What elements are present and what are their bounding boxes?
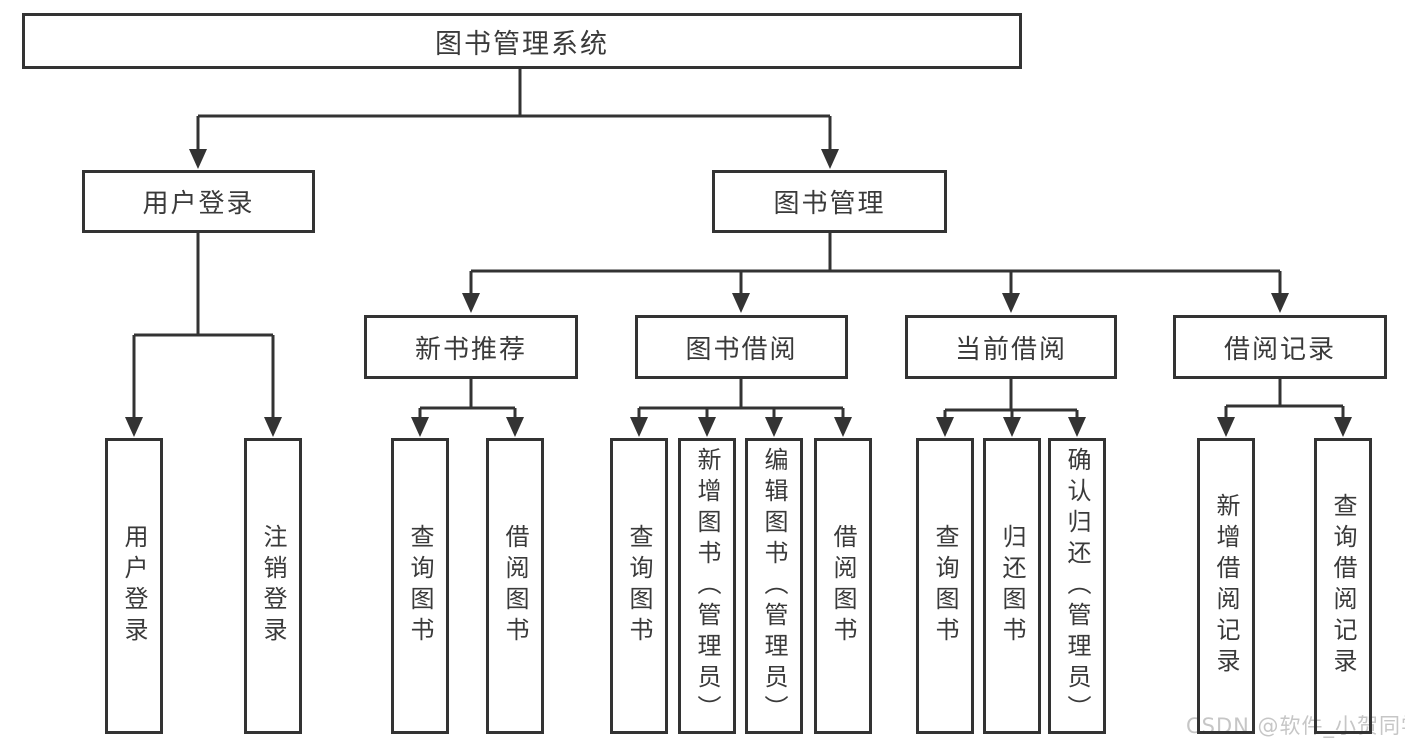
leaf-current-return-book: 归还图书 (983, 438, 1041, 734)
leaf-current-confirm-return-admin-label: 确认归还（管理员） (1063, 446, 1091, 726)
node-borrow-record: 借阅记录 (1173, 315, 1387, 379)
leaf-newbook-query-book: 查询图书 (391, 438, 449, 734)
leaf-current-return-book-label: 归还图书 (998, 524, 1026, 648)
node-borrow-record-label: 借阅记录 (1223, 334, 1336, 365)
leaf-borrow-add-book-admin-label: 新增图书（管理员） (693, 446, 721, 726)
leaf-borrow-query-book: 查询图书 (610, 438, 668, 734)
leaf-borrow-edit-book-admin: 编辑图书（管理员） (745, 438, 803, 734)
node-user-login: 用户登录 (82, 170, 315, 233)
leaf-current-query-book: 查询图书 (916, 438, 974, 734)
leaf-record-add-borrow-record-label: 新增借阅记录 (1212, 493, 1240, 679)
leaf-borrow-borrow-book: 借阅图书 (814, 438, 872, 734)
leaf-record-query-borrow-record: 查询借阅记录 (1314, 438, 1372, 734)
leaf-newbook-borrow-book: 借阅图书 (486, 438, 544, 734)
node-current-borrow: 当前借阅 (905, 315, 1117, 379)
leaf-user-login: 用户登录 (105, 438, 163, 734)
node-root-system: 图书管理系统 (22, 13, 1022, 69)
node-root-system-label: 图书管理系统 (435, 28, 609, 60)
leaf-user-login-label: 用户登录 (120, 524, 148, 648)
node-book-management: 图书管理 (712, 170, 947, 233)
leaf-current-query-book-label: 查询图书 (931, 524, 959, 648)
leaf-borrow-edit-book-admin-label: 编辑图书（管理员） (760, 446, 788, 726)
leaf-newbook-borrow-book-label: 借阅图书 (501, 524, 529, 648)
leaf-logout-login: 注销登录 (244, 438, 302, 734)
node-book-borrow: 图书借阅 (635, 315, 848, 379)
leaf-borrow-add-book-admin: 新增图书（管理员） (678, 438, 736, 734)
node-new-book-recommend-label: 新书推荐 (414, 334, 527, 365)
leaf-record-add-borrow-record: 新增借阅记录 (1197, 438, 1255, 734)
leaf-newbook-query-book-label: 查询图书 (406, 524, 434, 648)
leaf-borrow-query-book-label: 查询图书 (625, 524, 653, 648)
node-book-management-label: 图书管理 (773, 189, 886, 219)
csdn-watermark: CSDN @软件_小贺同学 (1186, 714, 1405, 738)
node-current-borrow-label: 当前借阅 (954, 334, 1067, 365)
leaf-logout-login-label: 注销登录 (259, 524, 287, 648)
node-user-login-label: 用户登录 (142, 189, 255, 219)
node-book-borrow-label: 图书借阅 (685, 334, 798, 365)
leaf-record-query-borrow-record-label: 查询借阅记录 (1329, 493, 1357, 679)
node-new-book-recommend: 新书推荐 (364, 315, 578, 379)
leaf-borrow-borrow-book-label: 借阅图书 (829, 524, 857, 648)
leaf-current-confirm-return-admin: 确认归还（管理员） (1048, 438, 1106, 734)
